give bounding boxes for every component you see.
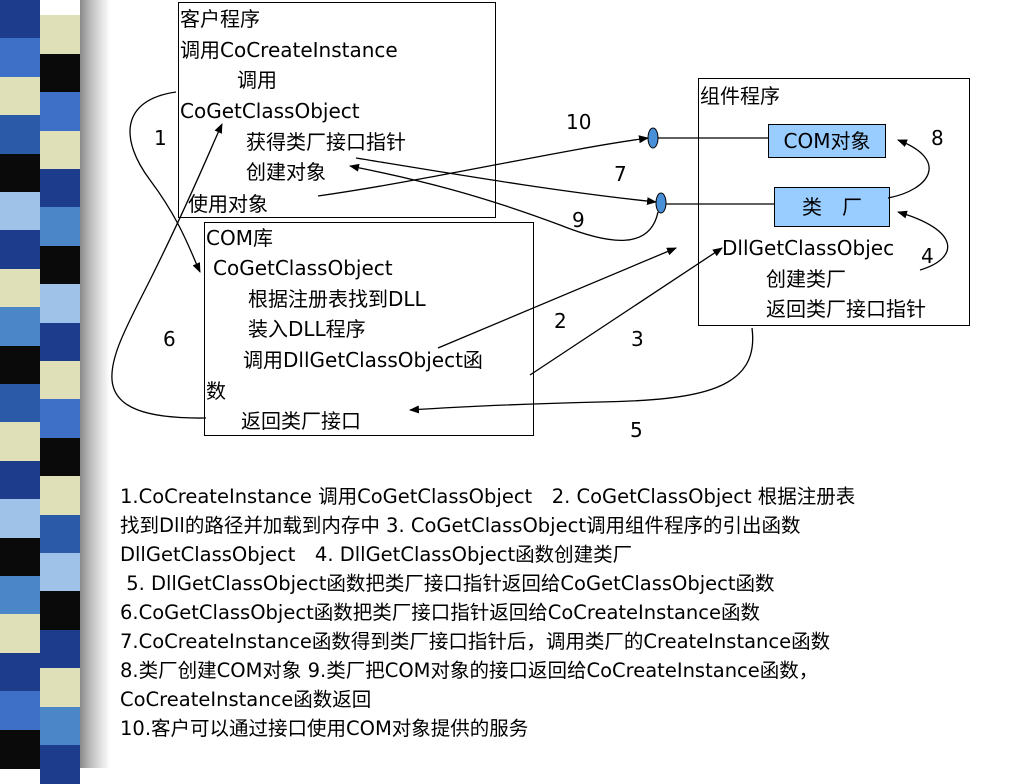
library-line-2: 根据注册表找到DLL bbox=[248, 287, 426, 311]
arrow-step-8 bbox=[887, 139, 930, 199]
client-line-4: 获得类厂接口指针 bbox=[246, 130, 406, 154]
decorative-left-strip bbox=[0, 0, 110, 784]
step-number-3: 3 bbox=[631, 327, 644, 351]
stripe-segment bbox=[40, 207, 80, 247]
library-line-4: 调用DllGetClassObject函 bbox=[243, 348, 483, 372]
stripe-segment bbox=[40, 245, 80, 286]
library-line-6: 返回类厂接口 bbox=[241, 409, 361, 433]
com-object-box: COM对象 bbox=[768, 124, 886, 158]
step-number-6: 6 bbox=[163, 327, 176, 351]
stripe-segment bbox=[0, 230, 40, 270]
component-line-2: 创建类厂 bbox=[766, 267, 846, 291]
factory-interface-dot bbox=[655, 192, 667, 214]
library-line-1: CoGetClassObject bbox=[213, 256, 393, 280]
library-line-3: 装入DLL程序 bbox=[248, 317, 366, 341]
client-line-3: CoGetClassObject bbox=[180, 99, 360, 123]
stripe-segment bbox=[40, 360, 80, 401]
stripe-segment bbox=[40, 629, 80, 670]
stripe-segment bbox=[0, 76, 40, 117]
library-title: COM库 bbox=[206, 226, 273, 250]
stripe-segment bbox=[40, 168, 80, 209]
arrow-step-4 bbox=[897, 210, 949, 271]
step-number-7: 7 bbox=[614, 162, 627, 186]
stripe-segment bbox=[40, 591, 80, 631]
arrow-step-1 bbox=[129, 91, 201, 273]
step-number-8: 8 bbox=[931, 126, 944, 150]
stripe-segment bbox=[40, 322, 80, 362]
stripe-segment bbox=[0, 384, 40, 424]
stripe-segment bbox=[0, 499, 40, 539]
stripe-segment bbox=[40, 476, 80, 516]
note-line: DllGetClassObject 4. DllGetClassObject函数… bbox=[120, 543, 633, 566]
stripe-segment bbox=[40, 706, 80, 746]
com-object-interface-dot bbox=[647, 127, 659, 149]
step-number-1: 1 bbox=[154, 126, 167, 150]
component-line-3: 返回类厂接口指针 bbox=[766, 297, 926, 321]
note-line: 5. DllGetClassObject函数把类厂接口指针返回给CoGetCla… bbox=[120, 572, 775, 595]
stripe-segment bbox=[40, 514, 80, 554]
strip-shadow bbox=[80, 0, 110, 768]
stripe-segment bbox=[0, 576, 40, 616]
flow-arrows bbox=[111, 91, 949, 419]
component-title: 组件程序 bbox=[700, 84, 780, 108]
step-number-4: 4 bbox=[921, 244, 934, 268]
stripe-segment bbox=[0, 38, 40, 78]
step-number-5: 5 bbox=[630, 418, 643, 442]
arrow-step-5 bbox=[409, 327, 754, 414]
arrow-step-9 bbox=[349, 163, 659, 241]
stripe-segment bbox=[0, 729, 40, 769]
stripe-segment bbox=[40, 15, 80, 55]
stripe-segment bbox=[0, 614, 40, 654]
client-line-1: 调用CoCreateInstance bbox=[180, 38, 398, 62]
note-line: CoCreateInstance函数返回 bbox=[120, 688, 372, 711]
stripe-segment bbox=[40, 130, 80, 170]
arrow-step-7 bbox=[355, 157, 657, 206]
step-number-10: 10 bbox=[566, 110, 592, 134]
stripe-segment bbox=[40, 92, 80, 132]
client-line-2: 调用 bbox=[237, 68, 277, 92]
stripe-segment bbox=[40, 53, 80, 94]
note-line: 10.客户可以通过接口使用COM对象提供的服务 bbox=[120, 717, 529, 740]
note-line: 6.CoGetClassObject函数把类厂接口指针返回给CoCreateIn… bbox=[120, 601, 760, 624]
stripe-segment bbox=[40, 284, 80, 324]
stripe-segment bbox=[40, 399, 80, 439]
client-title: 客户程序 bbox=[180, 7, 260, 31]
com-library-box bbox=[204, 222, 534, 436]
stripe-segment bbox=[0, 345, 40, 385]
stripe-segment bbox=[0, 691, 40, 731]
stripe-segment bbox=[0, 268, 40, 309]
stripe-segment bbox=[0, 115, 40, 155]
stripe-segment bbox=[0, 0, 40, 40]
component-line-1: DllGetClassObjec bbox=[722, 236, 895, 260]
stripe-segment bbox=[40, 552, 80, 593]
client-line-5: 创建对象 bbox=[246, 160, 326, 184]
step-number-2: 2 bbox=[554, 309, 567, 333]
step-descriptions: 1.CoCreateInstance 调用CoGetClassObject 2.… bbox=[120, 482, 1020, 743]
stripe-segment bbox=[0, 153, 40, 193]
stripe-segment bbox=[0, 422, 40, 462]
client-line-6: 使用对象 bbox=[188, 192, 268, 216]
stripe-segment bbox=[40, 437, 80, 478]
step-number-9: 9 bbox=[572, 208, 585, 232]
library-line-5: 数 bbox=[206, 379, 226, 403]
stripe-segment bbox=[0, 537, 40, 577]
stripe-segment bbox=[0, 460, 40, 501]
note-line: 1.CoCreateInstance 调用CoGetClassObject 2.… bbox=[120, 485, 856, 508]
stripe-segment bbox=[0, 192, 40, 232]
note-line: 7.CoCreateInstance函数得到类厂接口指针后，调用类厂的Creat… bbox=[120, 630, 831, 653]
class-factory-box: 类 厂 bbox=[774, 187, 890, 227]
arrow-step-6 bbox=[111, 123, 223, 419]
arrow-step-3 bbox=[529, 247, 723, 376]
note-line: 8.类厂创建COM对象 9.类厂把COM对象的接口返回给CoCreateInst… bbox=[120, 659, 819, 682]
note-line: 找到Dll的路径并加载到内存中 3. CoGetClassObject调用组件程… bbox=[120, 514, 801, 537]
arrow-step-2 bbox=[437, 247, 677, 349]
arrow-step-10 bbox=[317, 135, 649, 197]
client-program-box bbox=[178, 2, 496, 218]
stripe-segment bbox=[0, 307, 40, 347]
stripe-segment bbox=[0, 652, 40, 693]
stripe-segment bbox=[40, 668, 80, 708]
